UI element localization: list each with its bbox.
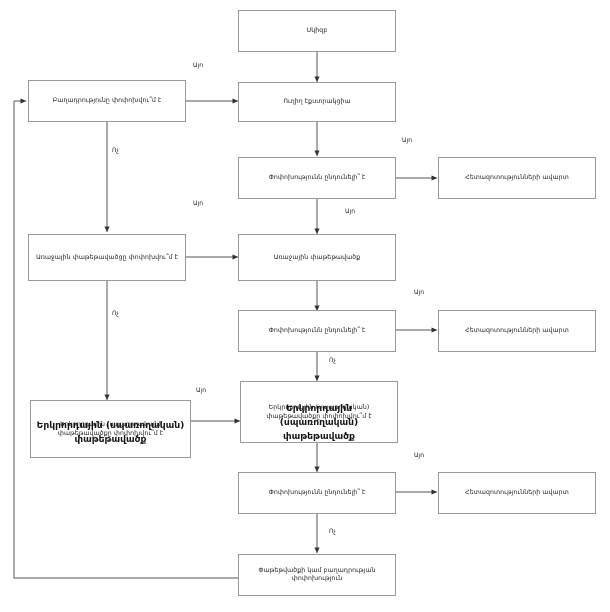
edge-label-yes-4: Այո — [345, 208, 356, 215]
overlapping-text-stack: Երկրորդային (սպառողական) փաթեթավածքը փոփ… — [36, 420, 185, 445]
edge-label-yes-5: Այո — [414, 289, 425, 296]
node-primary-pack-label: Առաջային փաթեթավածք — [273, 253, 361, 261]
node-start-label: Սկիզբ — [306, 27, 328, 35]
edge-feedback-path — [13, 101, 238, 579]
edge-label-no-1: Ոչ — [112, 147, 119, 154]
node-composition-change-label: Բաղադրությունը փոփոխվու՞մ է — [52, 97, 162, 105]
node-research-end-3[interactable]: Հետազոտությունների ավարտ — [438, 472, 596, 514]
node-secondary-pack-change[interactable]: Երկրորդային (սպառողական) փաթեթավածքը փոփ… — [30, 400, 191, 458]
edge-label-no-4: Ոչ — [329, 528, 336, 535]
node-acceptable-3[interactable]: Փոփոխությունն ընդունելի՞ է — [238, 472, 396, 514]
node-acceptable-2-label: Փոփոխությունն ընդունելի՞ է — [268, 327, 366, 335]
overlapping-text-stack-2: Երկրորդային (սպառողական) փաթեթավածքը փոփ… — [246, 403, 392, 443]
node-secondary-pack-label-small: Երկրորդային (սպառողական) փաթեթավածքը փոփ… — [266, 403, 372, 420]
node-secondary-pack-change-label-large: Երկրորդային (սպառողական) փաթեթավածք — [36, 419, 185, 445]
edge-label-yes-6: Այո — [196, 387, 207, 394]
node-research-end-2-label: Հետազոտությունների ավարտ — [465, 327, 569, 335]
node-research-end-1-label: Հետազոտությունների ավարտ — [465, 174, 569, 182]
edge-label-yes-2: Այո — [402, 137, 413, 144]
edge-label-no-2: Ոչ — [112, 310, 119, 317]
node-primary-pack-change-label: Առաջային փաթեթավածցը փոփոխվու՞մ է — [36, 253, 178, 261]
node-start[interactable]: Սկիզբ — [238, 10, 396, 52]
node-secondary-pack-label-large: Երկրորդային (սպառողական) փաթեթավածք — [279, 402, 359, 443]
node-primary-pack[interactable]: Առաջային փաթեթավածք — [238, 234, 396, 281]
node-bottom-change[interactable]: Փաթեթվածքի կամ բաղադրության փոփոխություն — [238, 554, 396, 596]
node-acceptable-2[interactable]: Փոփոխությունն ընդունելի՞ է — [238, 310, 396, 352]
node-research-end-2[interactable]: Հետազոտությունների ավարտ — [438, 310, 596, 352]
node-acceptable-3-label: Փոփոխությունն ընդունելի՞ է — [268, 489, 366, 497]
edge-label-yes-1: Այո — [193, 62, 204, 69]
node-bottom-change-label: Փաթեթվածքի կամ բաղադրության փոփոխություն — [258, 567, 376, 582]
node-research-end-3-label: Հետազոտությունների ավարտ — [465, 489, 569, 497]
node-acceptable-1-label: Փոփոխությունն ընդունելի՞ է — [268, 174, 366, 182]
edge-label-yes-3: Այո — [193, 200, 204, 207]
node-primary-pack-change[interactable]: Առաջային փաթեթավածցը փոփոխվու՞մ է — [28, 234, 186, 281]
node-acceptable-1[interactable]: Փոփոխությունն ընդունելի՞ է — [238, 157, 396, 199]
edge-label-yes-7: Այո — [414, 452, 425, 459]
node-secondary-pack[interactable]: Երկրորդային (սպառողական) փաթեթավածքը փոփ… — [240, 381, 398, 443]
edge-label-no-3: Ոչ — [329, 357, 336, 364]
node-composition-change[interactable]: Բաղադրությունը փոփոխվու՞մ է — [28, 80, 186, 122]
node-direct-extraction-label: Ուղիղ էքստրակցիա — [283, 98, 351, 106]
node-direct-extraction[interactable]: Ուղիղ էքստրակցիա — [238, 82, 396, 122]
node-research-end-1[interactable]: Հետազոտությունների ավարտ — [438, 157, 596, 199]
